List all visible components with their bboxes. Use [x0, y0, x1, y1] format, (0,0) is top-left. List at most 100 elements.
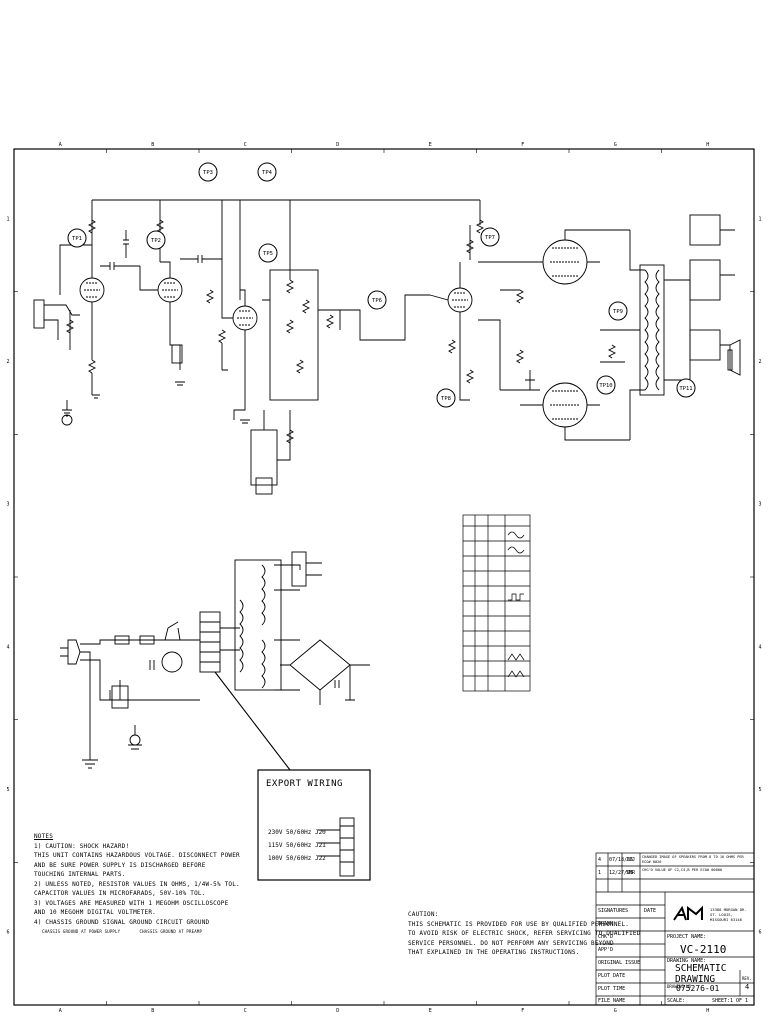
preamp-section: [33, 199, 480, 495]
notes-line: 2) UNLESS NOTED, RESISTOR VALUES IN OHMS…: [34, 880, 240, 888]
revision-number: 4: [745, 983, 750, 991]
label-chkd: CHK'D: [598, 934, 614, 940]
rev-row-1-rev: 4: [598, 857, 602, 863]
caution-line: SERVICE PERSONNEL. DO NOT PERFORM ANY SE…: [408, 939, 614, 947]
test-point: TP9: [608, 301, 628, 321]
grid-col-label: D: [336, 1008, 339, 1014]
grid-col-label: B: [151, 142, 154, 148]
export-wiring-box: [257, 769, 371, 881]
grid-col-label: F: [521, 142, 524, 148]
test-point-label: TP2: [151, 238, 161, 244]
export-wiring-title: EXPORT WIRING: [266, 779, 343, 789]
test-point: TP5: [258, 243, 278, 263]
rev-row-1-by: JJJ: [626, 857, 636, 863]
grid-row-label: 3: [758, 502, 761, 508]
grid-row-label: 2: [758, 359, 761, 365]
notes-line: 4) CHASSIS GROUND SIGNAL GROUND CIRCUIT …: [34, 918, 210, 926]
grid-col-label: G: [614, 1008, 617, 1014]
company-logo: [672, 904, 704, 924]
ground-note-right: CHASSIS GROUND AT PREAMP: [139, 929, 203, 934]
power-supply-section: [60, 551, 370, 771]
rev-row-2-rev: 1: [598, 870, 602, 876]
grid-row-label: 1: [6, 216, 9, 222]
test-point-label: TP6: [372, 298, 382, 304]
test-point-label: TP7: [485, 235, 495, 241]
label-sheet: SHEET:: [712, 998, 731, 1004]
sheet-value: 1 OF 1: [730, 998, 749, 1004]
label-drawn: DRAWN: [598, 921, 614, 927]
caution-line: THAT EXPLAINED IN THE OPERATING INSTRUCT…: [408, 949, 580, 956]
test-point: TP2: [146, 230, 166, 250]
waveform-table: [462, 514, 531, 692]
label-signatures: SIGNATURES: [598, 908, 629, 914]
grid-col-label: A: [59, 1008, 62, 1014]
notes-line: TOUCHING INTERNAL PARTS.: [34, 871, 126, 878]
test-point-label: TP10: [599, 383, 612, 389]
caution-line: THIS SCHEMATIC IS PROVIDED FOR USE BY QU…: [408, 920, 630, 928]
label-project-name: PROJECT NAME:: [667, 934, 707, 940]
label-date: DATE: [644, 908, 657, 914]
grid-col-label: E: [429, 1008, 432, 1014]
label-plot-date: PLOT DATE: [598, 973, 626, 979]
rev-row-2-date: 12/27/05: [609, 870, 634, 876]
grid-row-label: 6: [6, 930, 9, 936]
label-drawing-name: DRAWING NAME:: [667, 958, 707, 964]
test-point: TP8: [436, 388, 456, 408]
grid-row-label: 6: [758, 930, 761, 936]
notes-line: 3) VOLTAGES ARE MEASURED WITH 1 MEGOHM O…: [34, 899, 229, 907]
grid-col-label: E: [429, 142, 432, 148]
test-point-label: TP5: [263, 251, 273, 257]
test-point: TP10: [596, 375, 616, 395]
grid-col-label: D: [336, 142, 339, 148]
test-point: TP4: [257, 162, 277, 182]
test-point: TP6: [367, 290, 387, 310]
grid-marks: [14, 149, 754, 1005]
rev-row-2-by: SNR: [626, 870, 636, 876]
company-address: 13380 MORGAN DR. ST. LOUIS, MISSOURI 631…: [710, 907, 747, 922]
grid-row-label: 5: [758, 787, 761, 793]
grid-col-label: F: [521, 1008, 524, 1014]
label-plot-time: PLOT TIME: [598, 986, 626, 992]
test-point-label: TP9: [613, 309, 623, 315]
grid-row-label: 2: [6, 359, 9, 365]
grid-col-label: H: [706, 1008, 709, 1014]
drawing-name: SCHEMATIC DRAWING: [675, 963, 727, 985]
grid-row-label: 3: [6, 502, 9, 508]
rev-row-2-desc: CHG'D VALUE OF C2,C4,B PER ECO# 00000: [642, 868, 723, 872]
test-point-label: TP3: [203, 170, 213, 176]
test-point-label: TP4: [262, 170, 273, 176]
caution-line: TO AVOID RISK OF ELECTRIC SHOCK, REFER S…: [408, 930, 641, 937]
test-point-label: TP8: [441, 396, 451, 402]
grid-row-label: 4: [6, 644, 9, 650]
label-rev: REV.: [742, 976, 752, 981]
test-point: TP3: [198, 162, 218, 182]
notes-line: AND BE SURE POWER SUPPLY IS DISCHARGED B…: [34, 861, 206, 869]
rev-row-1-date: 07/18/06: [609, 857, 634, 863]
title-block: [595, 852, 755, 1006]
grid-row-label: 4: [758, 644, 761, 650]
logo-icon: [673, 905, 703, 921]
ground-note-row: CHASSIS GROUND AT POWER SUPPLY CHASSIS G…: [34, 927, 240, 937]
test-point-label: TP11: [679, 386, 692, 392]
label-scale: SCALE:: [667, 998, 686, 1004]
notes-line: THIS UNIT CONTAINS HAZARDOUS VOLTAGE. DI…: [34, 852, 240, 859]
test-point: TP11: [676, 378, 696, 398]
project-name: VC-2110: [680, 943, 727, 956]
export-line: 115V 50/60Hz J21: [268, 842, 326, 849]
grid-col-label: C: [244, 1008, 247, 1014]
ground-note-left: CHASSIS GROUND AT POWER SUPPLY: [42, 929, 121, 934]
grid-col-label: G: [614, 142, 617, 148]
label-drawing-no: DRAWING NO.: [667, 984, 694, 989]
grid-col-label: H: [706, 142, 709, 148]
caution-line: CAUTION:: [408, 911, 439, 918]
power-amp-section: [429, 200, 741, 441]
grid-row-label: 5: [6, 787, 9, 793]
grid-col-label: C: [244, 142, 247, 148]
rev-row-1-desc: CHANGED IMAGE OF SPEAKERS FROM 8 TO 16 O…: [642, 855, 744, 864]
notes-line: AND 10 MEGOHM DIGITAL VOLTMETER.: [34, 909, 156, 916]
export-line: 100V 50/60Hz J22: [268, 855, 326, 862]
caution-block: CAUTION: THIS SCHEMATIC IS PROVIDED FOR …: [408, 910, 641, 958]
test-point-label: TP1: [72, 236, 82, 242]
